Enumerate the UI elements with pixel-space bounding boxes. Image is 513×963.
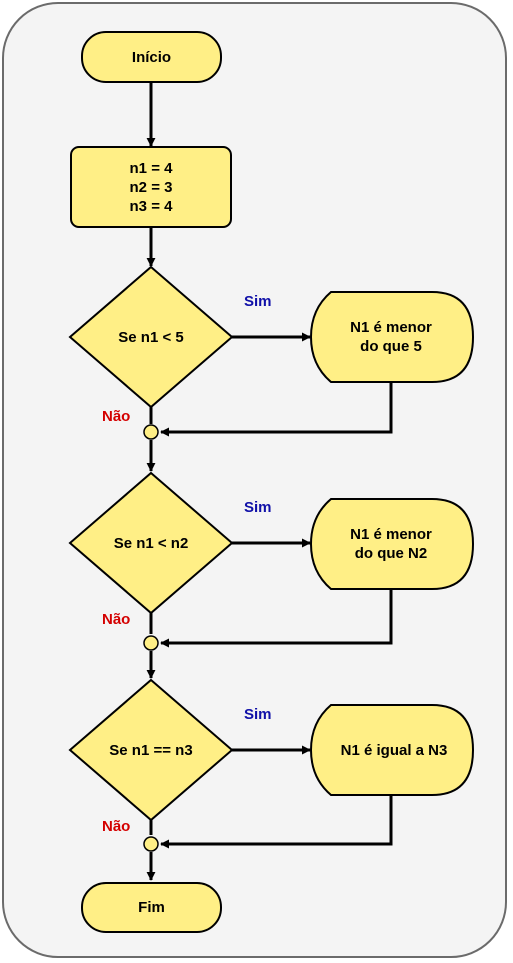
yes-label-3: Sim xyxy=(244,706,272,723)
start-terminal xyxy=(81,31,222,83)
no-label-1: Não xyxy=(102,408,131,425)
edge-out3-to-merge3 xyxy=(160,795,393,849)
cond3-decision xyxy=(68,678,234,822)
merge-point-2 xyxy=(143,635,159,651)
yes-label-1: Sim xyxy=(244,293,272,310)
no-label-3: Não xyxy=(102,818,131,835)
yes-label-2: Sim xyxy=(244,499,272,516)
edge-out2-to-merge2 xyxy=(160,589,393,648)
merge-point-3 xyxy=(143,836,159,852)
cond1-decision xyxy=(68,265,234,409)
out1-display xyxy=(309,291,475,383)
end-terminal xyxy=(81,882,222,933)
assign-process xyxy=(70,146,232,228)
no-label-2: Não xyxy=(102,611,131,628)
out3-display xyxy=(309,704,475,796)
merge-point-1 xyxy=(143,424,159,440)
out2-display xyxy=(309,498,475,590)
cond2-decision xyxy=(68,471,234,615)
edge-out1-to-merge1 xyxy=(160,382,393,437)
